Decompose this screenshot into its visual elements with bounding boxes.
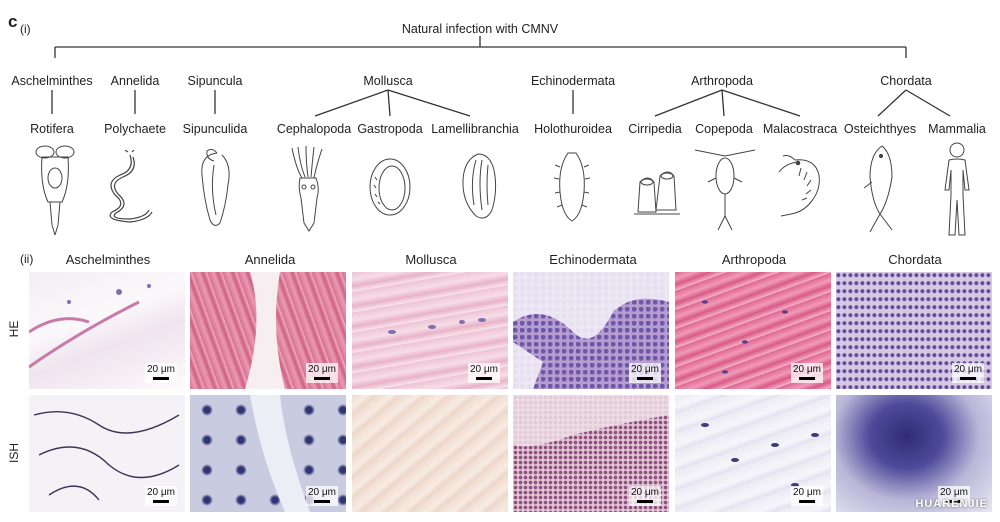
micrograph-column-header: Mollusca [405, 252, 457, 267]
he-micrograph-annelida: 20 μm [190, 272, 346, 389]
scale-bar: 20 μm [791, 363, 823, 383]
class-label: Osteichthyes [843, 122, 917, 136]
squid-icon [291, 145, 323, 232]
ish-micrograph-aschelminthes: 20 μm [29, 395, 185, 512]
class-label: Mammalia [928, 122, 986, 136]
scale-bar: 20 μm [952, 363, 984, 383]
ish-micrograph-annelida: 20 μm [190, 395, 346, 512]
part-ii-label: (ii) [20, 252, 34, 266]
row-header-ish: ISH [7, 443, 21, 464]
sipunculid-icon [201, 148, 230, 226]
phylum-label: Mollusca [363, 74, 413, 88]
class-label: Malacostraca [762, 122, 838, 136]
copepod-icon [694, 149, 756, 231]
phylum-label: Aschelminthes [11, 74, 93, 88]
scale-bar: 20 μm [791, 486, 823, 506]
class-label: Polychaete [104, 122, 166, 136]
class-label: Gastropoda [357, 122, 423, 136]
phylum-label: Echinodermata [530, 74, 616, 88]
watermark-text: HUARENJIE [915, 498, 988, 510]
he-micrograph-arthropoda: 20 μm [675, 272, 831, 389]
human-icon [944, 142, 970, 236]
tree-root-label: Natural infection with CMNV [401, 22, 559, 36]
he-micrograph-chordata: 20 μm [836, 272, 992, 389]
row-header-he: HE [7, 320, 21, 338]
he-micrograph-aschelminthes: 20 μm [29, 272, 185, 389]
scale-bar: 20 μm [629, 486, 661, 506]
scale-bar: 20 μm [938, 486, 970, 506]
ish-micrograph-chordata: 20 μm HUARENJIE [836, 395, 992, 512]
micrograph-column-header: Aschelminthes [65, 252, 151, 267]
phylum-label: Sipuncula [187, 74, 243, 88]
class-label: Copepoda [695, 122, 753, 136]
he-micrograph-mollusca: 20 μm [352, 272, 508, 389]
scale-bar: 20 μm [306, 486, 338, 506]
phylum-label: Chordata [880, 74, 932, 88]
phylum-label: Arthropoda [691, 74, 753, 88]
sea-cucumber-icon [553, 152, 591, 222]
micrograph-column-header: Arthropoda [721, 252, 787, 267]
phylum-label: Annelida [110, 74, 160, 88]
rotifer-icon [35, 145, 75, 236]
he-micrograph-echinodermata: 20 μm [513, 272, 669, 389]
class-label: Cirripedia [628, 122, 682, 136]
scale-bar: 20 μm [145, 486, 177, 506]
shrimp-icon [778, 155, 820, 217]
panel-letter: c [8, 12, 18, 31]
fish-icon [863, 145, 893, 233]
micrograph-column-header: Chordata [888, 252, 942, 267]
micrograph-column-header: Annelida [244, 252, 296, 267]
ish-micrograph-mollusca [352, 395, 508, 512]
polychaete-worm-icon [109, 150, 153, 223]
micrograph-column-header: Echinodermata [549, 252, 637, 267]
part-i-label: (i) [20, 22, 31, 36]
class-label: Rotifera [30, 122, 74, 136]
snail-shell-icon [369, 158, 411, 216]
scale-bar: 20 μm [629, 363, 661, 383]
class-label: Sipunculida [182, 122, 248, 136]
scale-bar: 20 μm [145, 363, 177, 383]
barnacle-icon [634, 171, 680, 215]
oyster-icon [462, 153, 497, 219]
scale-bar: 20 μm [468, 363, 500, 383]
ish-micrograph-echinodermata: 20 μm [513, 395, 669, 512]
taxonomy-tree-lines [51, 36, 951, 117]
class-label: Holothuroidea [534, 122, 612, 136]
class-label: Lamellibranchia [431, 122, 519, 136]
scale-bar: 20 μm [306, 363, 338, 383]
ish-micrograph-arthropoda: 20 μm [675, 395, 831, 512]
class-label: Cephalopoda [276, 122, 352, 136]
